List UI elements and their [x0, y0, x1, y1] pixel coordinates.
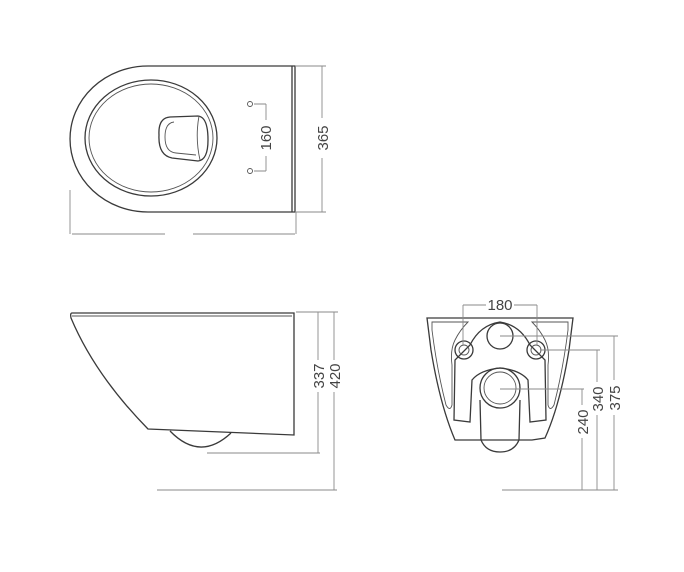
dimension-label-337: 337 [311, 363, 328, 388]
inner-frame [453, 321, 547, 423]
dimension-label-365: 365 [315, 125, 332, 150]
dimension-label-160: 160 [258, 125, 275, 150]
rear-view-outline [426, 317, 574, 441]
dimension-label-240: 240 [575, 409, 592, 434]
fixing-hole-left-icon [458, 344, 470, 356]
fixing-point-left-icon [454, 340, 474, 360]
bowl-outer-rim [84, 79, 218, 197]
fixing-hole-icon [247, 168, 253, 174]
dimension-label-420: 420 [327, 363, 344, 388]
dimension-label-375: 375 [607, 385, 624, 410]
bowl-inner-rim [88, 83, 214, 193]
outlet-inner [164, 115, 201, 161]
rear-view: 180 240 340 375 [426, 297, 624, 491]
fixing-hole-right-icon [530, 344, 542, 356]
dimension-label-340: 340 [590, 386, 607, 411]
fixing-hole-icon [247, 101, 253, 107]
dimension-lines-heights [500, 335, 618, 491]
dimension-label-180: 180 [487, 297, 512, 314]
right-wing-cutout [530, 321, 569, 409]
dimension-line-length [69, 190, 297, 235]
outlet-opening [158, 115, 209, 162]
top-view: 160 365 [69, 65, 332, 235]
side-view-outline [70, 312, 295, 436]
dimension-lines-height [157, 311, 338, 491]
outlet-inner-icon [483, 371, 517, 405]
base-foot [169, 430, 232, 448]
top-view-outline [69, 65, 296, 213]
dimension-line-160 [254, 103, 267, 172]
outlet-outer-icon [479, 367, 521, 409]
outlet-channel [479, 399, 521, 453]
left-wing-cutout [431, 321, 470, 409]
dimension-line-365 [295, 65, 326, 213]
dimension-line-180 [462, 304, 538, 345]
side-view: 337 420 [70, 311, 344, 491]
